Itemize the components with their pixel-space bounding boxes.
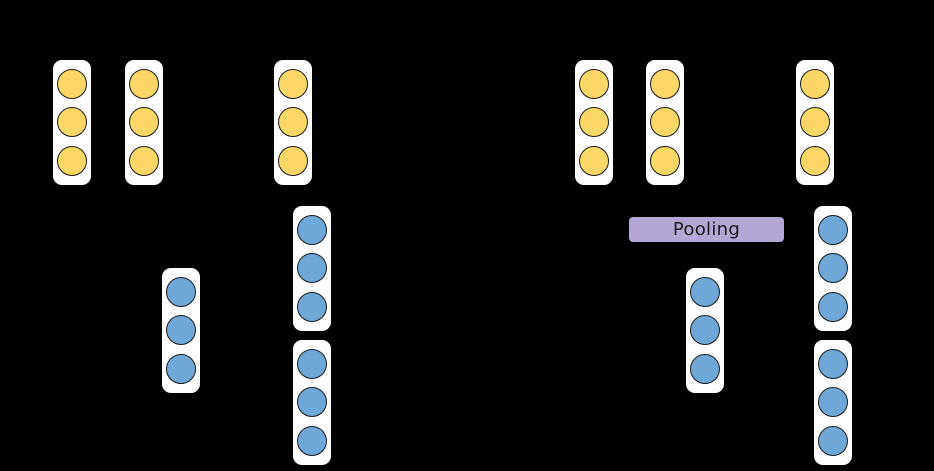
neuron-yellow	[579, 145, 609, 176]
neuron-yellow	[800, 69, 830, 100]
neuron-yellow	[650, 145, 680, 176]
neuron-blue	[818, 253, 848, 284]
node-column-left-yellow-3	[274, 60, 312, 185]
neuron-yellow	[129, 145, 159, 176]
node-column-left-blue-1	[162, 268, 200, 393]
neuron-yellow	[579, 107, 609, 138]
neuron-blue	[818, 387, 848, 418]
pooling-label: Pooling	[629, 217, 784, 242]
neuron-blue	[297, 215, 327, 246]
node-column-right-yellow-2	[646, 60, 684, 185]
neuron-yellow	[800, 107, 830, 138]
neuron-yellow	[129, 107, 159, 138]
neuron-blue	[818, 349, 848, 380]
neuron-blue	[297, 387, 327, 418]
node-column-right-yellow-3	[796, 60, 834, 185]
neuron-yellow	[278, 107, 308, 138]
neuron-blue	[297, 425, 327, 456]
neuron-blue	[166, 315, 196, 346]
node-column-right-yellow-1	[575, 60, 613, 185]
neuron-yellow	[650, 69, 680, 100]
neuron-yellow	[650, 107, 680, 138]
node-column-left-yellow-1	[53, 60, 91, 185]
neuron-blue	[818, 425, 848, 456]
neuron-blue	[297, 253, 327, 284]
neuron-yellow	[800, 145, 830, 176]
neuron-yellow	[129, 69, 159, 100]
neuron-yellow	[57, 69, 87, 100]
neuron-blue	[690, 315, 720, 346]
node-column-right-blue-2	[814, 206, 852, 331]
neuron-yellow	[57, 107, 87, 138]
neuron-blue	[297, 291, 327, 322]
neuron-blue	[818, 215, 848, 246]
node-column-left-yellow-2	[125, 60, 163, 185]
neuron-blue	[818, 291, 848, 322]
node-column-left-blue-2	[293, 206, 331, 331]
node-column-left-blue-3	[293, 340, 331, 465]
node-column-right-blue-1	[686, 268, 724, 393]
node-column-right-blue-3	[814, 340, 852, 465]
neuron-yellow	[579, 69, 609, 100]
neuron-blue	[690, 277, 720, 308]
neuron-blue	[297, 349, 327, 380]
neuron-blue	[690, 353, 720, 384]
neuron-yellow	[278, 145, 308, 176]
neuron-blue	[166, 353, 196, 384]
neuron-yellow	[278, 69, 308, 100]
neuron-blue	[166, 277, 196, 308]
neuron-yellow	[57, 145, 87, 176]
